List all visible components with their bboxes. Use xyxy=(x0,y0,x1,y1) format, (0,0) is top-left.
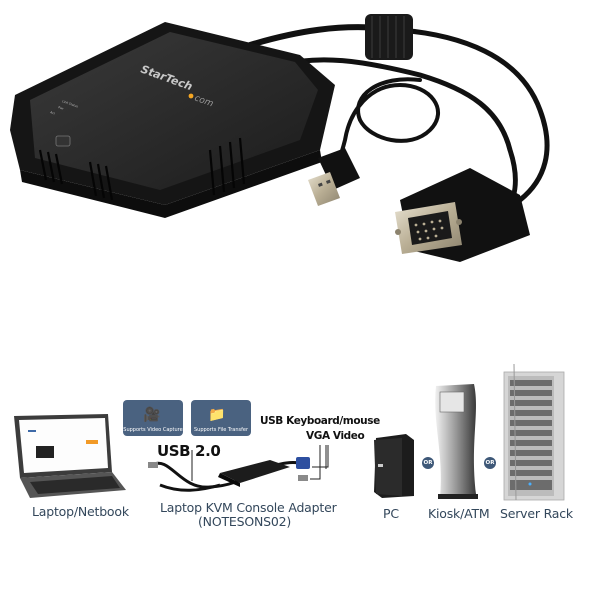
svg-text:Link Status: Link Status xyxy=(62,99,79,109)
keyboard-mouse-label: USB Keyboard/mouse xyxy=(260,415,380,427)
ferrite-core xyxy=(365,14,413,60)
connection-diagram: 🎥 Supports Video Capture 📁 Supports File… xyxy=(0,360,600,540)
file-transfer-badge: 📁 Supports File Transfer xyxy=(191,400,251,436)
server-rack-icon xyxy=(503,364,565,501)
svg-text:Pwr: Pwr xyxy=(58,105,65,111)
video-capture-badge: 🎥 Supports Video Capture xyxy=(123,400,183,436)
server-caption: Server Rack xyxy=(500,506,573,521)
usb-a-connector xyxy=(308,148,360,206)
vga-plug xyxy=(296,457,310,469)
kvm-adapter-icon xyxy=(148,445,329,492)
vga-label: VGA Video xyxy=(306,430,365,442)
adapter-caption-line1: Laptop KVM Console Adapter xyxy=(160,500,337,515)
or-badge: OR xyxy=(484,457,496,469)
or-badge: OR xyxy=(422,457,434,469)
folder-transfer-icon: 📁 xyxy=(208,406,226,422)
laptop-icon xyxy=(14,414,126,498)
laptop-caption: Laptop/Netbook xyxy=(32,504,129,519)
kiosk-caption: Kiosk/ATM xyxy=(428,506,490,521)
vga-connector xyxy=(395,168,530,262)
kiosk-icon xyxy=(435,384,478,499)
adapter-body: Link Status Pwr Act StarTech com xyxy=(10,22,335,218)
usb-label: USB 2.0 xyxy=(157,442,221,460)
kvm-adapter-photo: Link Status Pwr Act StarTech com xyxy=(10,14,550,262)
product-photo: Link Status Pwr Act StarTech com xyxy=(10,14,550,262)
adapter-caption-line2: (NOTESONS02) xyxy=(198,514,292,529)
pc-tower-icon xyxy=(374,434,414,498)
usb-plug xyxy=(298,475,308,481)
video-camera-icon: 🎥 xyxy=(143,406,161,422)
mini-usb-port xyxy=(55,135,71,147)
pc-caption: PC xyxy=(383,506,399,521)
svg-text:Act: Act xyxy=(50,110,57,116)
